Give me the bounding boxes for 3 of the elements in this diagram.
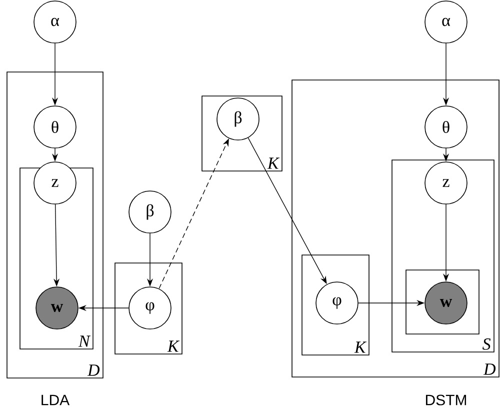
model-label: LDA <box>42 394 70 406</box>
model-label: DSTM <box>426 394 466 406</box>
plate-box <box>406 270 480 334</box>
